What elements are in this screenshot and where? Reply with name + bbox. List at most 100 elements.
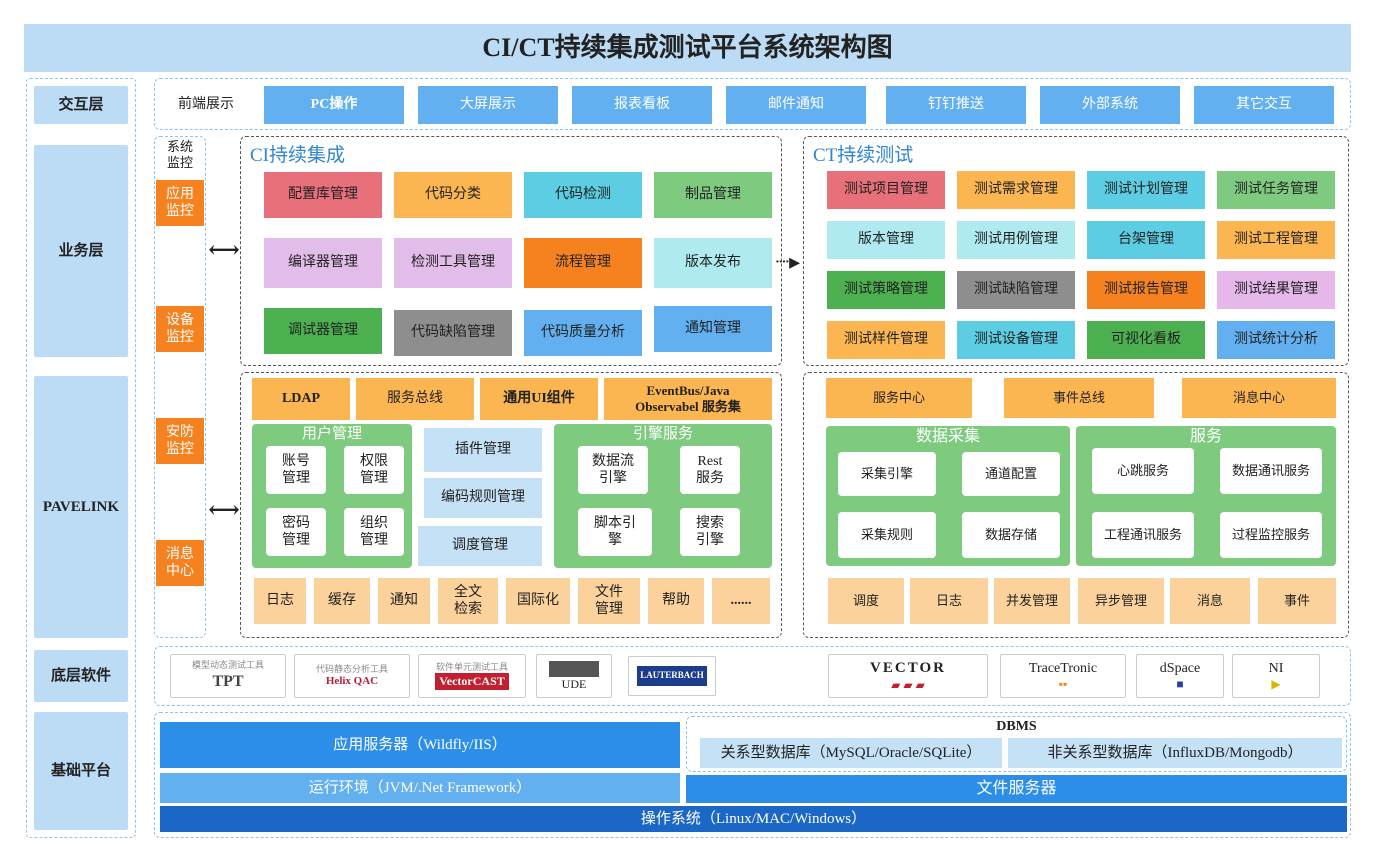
ci-item[interactable]: 流程管理 (524, 238, 642, 288)
pavelink-right-top-item[interactable]: 消息中心 (1182, 378, 1336, 418)
collect-item[interactable]: 通道配置 (962, 452, 1060, 496)
engine-item[interactable]: 数据流 引擎 (578, 446, 648, 494)
user-item[interactable]: 密码 管理 (266, 508, 326, 556)
logo-name: VECTOR (870, 660, 946, 677)
interaction-external[interactable]: 外部系统 (1040, 86, 1180, 124)
scheduling-management[interactable]: 调度管理 (418, 526, 542, 566)
ct-item[interactable]: 可视化看板 (1087, 321, 1205, 359)
pavelink-right-bottom-item[interactable]: 并发管理 (994, 578, 1070, 624)
relational-db[interactable]: 关系型数据库（MySQL/Oracle/SQLite） (700, 738, 1002, 768)
interaction-dingtalk[interactable]: 钉钉推送 (886, 86, 1026, 124)
ct-item[interactable]: 测试统计分析 (1217, 321, 1335, 359)
layer-pavelink: PAVELINK (34, 376, 128, 638)
pavelink-bottom-item[interactable]: 日志 (254, 578, 306, 624)
logo-caption: 代码静态分析工具 (315, 663, 388, 674)
collect-item[interactable]: 采集引擎 (838, 452, 936, 496)
ct-item[interactable]: 测试项目管理 (827, 171, 945, 209)
pavelink-bottom-item[interactable]: 文件 管理 (578, 578, 640, 624)
ct-item[interactable]: 测试用例管理 (957, 221, 1075, 259)
pavelink-top-item[interactable]: 通用UI组件 (480, 378, 598, 420)
user-item[interactable]: 权限 管理 (344, 446, 404, 494)
tool-icons: ■ (1176, 677, 1184, 692)
service-item[interactable]: 数据通讯服务 (1220, 448, 1322, 494)
service-title: 服务 (1189, 428, 1222, 445)
ct-item[interactable]: 测试结果管理 (1217, 271, 1335, 309)
service-item[interactable]: 工程通讯服务 (1092, 512, 1194, 558)
pavelink-right-bottom-item[interactable]: 调度 (828, 578, 904, 624)
ct-item[interactable]: 测试设备管理 (957, 321, 1075, 359)
tracetronic-logo: TraceTronic ▪▪ (1000, 654, 1126, 698)
logo-name: TraceTronic (1028, 660, 1098, 676)
pavelink-right-bottom-item[interactable]: 日志 (910, 578, 988, 624)
ni-logo: NI ▶ (1232, 654, 1320, 698)
dbms-group (686, 716, 1347, 772)
collect-item[interactable]: 采集规则 (838, 512, 936, 558)
plugin-management[interactable]: 插件管理 (424, 428, 542, 472)
monitor-app[interactable]: 应用 监控 (156, 180, 204, 226)
user-item[interactable]: 组织 管理 (344, 508, 404, 556)
interaction-mail[interactable]: 邮件通知 (726, 86, 866, 124)
monitor-message[interactable]: 消息 中心 (156, 540, 204, 586)
ct-item[interactable]: 测试报告管理 (1087, 271, 1205, 309)
runtime[interactable]: 运行环境（JVM/.Net Framework） (160, 773, 680, 803)
engine-item[interactable]: 脚本引 擎 (578, 508, 652, 556)
lauterbach-logo: LAUTERBACH (628, 656, 716, 696)
pavelink-left-section (240, 372, 782, 638)
ci-item[interactable]: 调试器管理 (264, 308, 382, 354)
engine-item[interactable]: 搜索 引擎 (680, 508, 740, 556)
ct-item[interactable]: 测试样件管理 (827, 321, 945, 359)
ci-item[interactable]: 配置库管理 (264, 172, 382, 218)
pavelink-top-item[interactable]: LDAP (252, 378, 350, 420)
pavelink-top-item[interactable]: EventBus/Java Observabel 服务集 (604, 378, 772, 420)
ci-item[interactable]: 代码质量分析 (524, 310, 642, 356)
pavelink-bottom-item[interactable]: 通知 (378, 578, 430, 624)
ct-item[interactable]: 版本管理 (827, 221, 945, 259)
logo-name: LAUTERBACH (637, 666, 707, 686)
collect-item[interactable]: 数据存储 (962, 512, 1060, 558)
app-server[interactable]: 应用服务器（Wildfly/IIS） (160, 722, 680, 768)
interaction-report[interactable]: 报表看板 (572, 86, 712, 124)
pavelink-bottom-item[interactable]: ...... (712, 578, 770, 624)
pavelink-right-top-item[interactable]: 事件总线 (1004, 378, 1154, 418)
pavelink-right-bottom-item[interactable]: 异步管理 (1078, 578, 1164, 624)
ci-item[interactable]: 代码分类 (394, 172, 512, 218)
non-relational-db[interactable]: 非关系型数据库（InfluxDB/Mongodb） (1008, 738, 1342, 768)
interaction-screen[interactable]: 大屏展示 (418, 86, 558, 124)
pavelink-bottom-item[interactable]: 缓存 (314, 578, 370, 624)
file-server[interactable]: 文件服务器 (686, 775, 1347, 803)
ci-item[interactable]: 编译器管理 (264, 238, 382, 288)
engine-item[interactable]: Rest 服务 (680, 446, 740, 494)
monitor-device[interactable]: 设备 监控 (156, 306, 204, 352)
monitor-security[interactable]: 安防 监控 (156, 418, 204, 464)
ct-item[interactable]: 测试计划管理 (1087, 171, 1205, 209)
ct-item[interactable]: 测试需求管理 (957, 171, 1075, 209)
pavelink-bottom-item[interactable]: 帮助 (648, 578, 704, 624)
ct-item[interactable]: 测试策略管理 (827, 271, 945, 309)
operating-system[interactable]: 操作系统（Linux/MAC/Windows） (160, 806, 1347, 832)
interaction-pc[interactable]: PC操作 (264, 86, 404, 124)
ci-item[interactable]: 通知管理 (654, 306, 772, 352)
user-item[interactable]: 账号 管理 (266, 446, 326, 494)
service-item[interactable]: 过程监控服务 (1220, 512, 1322, 558)
pavelink-right-bottom-item[interactable]: 消息 (1170, 578, 1250, 624)
ci-item[interactable]: 制品管理 (654, 172, 772, 218)
dotted-arrow-icon: ┈▸ (775, 249, 801, 275)
ci-item[interactable]: 代码检测 (524, 172, 642, 218)
pavelink-right-top-item[interactable]: 服务中心 (826, 378, 972, 418)
service-item[interactable]: 心跳服务 (1092, 448, 1194, 494)
ci-item[interactable]: 版本发布 (654, 238, 772, 288)
pavelink-bottom-item[interactable]: 全文 检索 (438, 578, 498, 624)
ci-item[interactable]: 代码缺陷管理 (394, 310, 512, 356)
ct-item[interactable]: 测试缺陷管理 (957, 271, 1075, 309)
ct-item[interactable]: 测试工程管理 (1217, 221, 1335, 259)
software-row (154, 646, 1351, 706)
pavelink-right-bottom-item[interactable]: 事件 (1258, 578, 1336, 624)
interaction-other[interactable]: 其它交互 (1194, 86, 1334, 124)
ct-item[interactable]: 台架管理 (1087, 221, 1205, 259)
ci-item[interactable]: 检测工具管理 (394, 238, 512, 288)
coding-rule-management[interactable]: 编码规则管理 (424, 478, 542, 518)
pavelink-top-item[interactable]: 服务总线 (356, 378, 474, 420)
pavelink-bottom-item[interactable]: 国际化 (506, 578, 570, 624)
ct-item[interactable]: 测试任务管理 (1217, 171, 1335, 209)
monitor-title: 系统 监控 (166, 138, 193, 170)
